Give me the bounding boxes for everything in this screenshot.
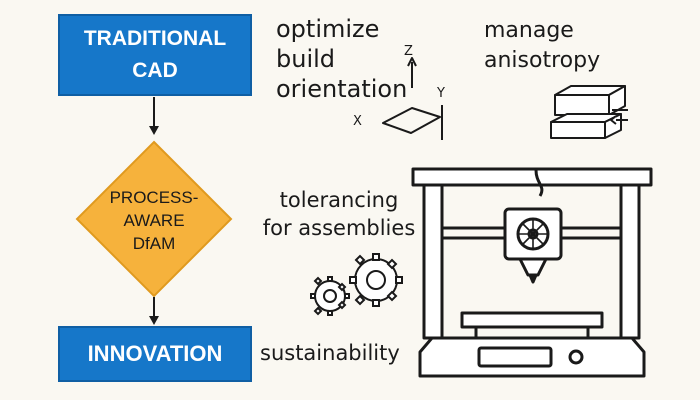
build-orientation-label: optimize build orientation [276, 14, 407, 104]
innovation-label: INNOVATION [87, 341, 223, 366]
x-axis-label: X [353, 114, 362, 129]
dfam-acronym: DfAM [132, 233, 176, 253]
process-aware-diamond [75, 140, 233, 298]
y-axis-label: Y [437, 86, 445, 101]
3d-printer-icon [411, 167, 653, 378]
layered-slabs-icon [550, 85, 628, 139]
tolerancing-line-1: tolerancing [279, 188, 399, 212]
orientation-line-3: orientation [276, 75, 408, 103]
traditional-cad-box: TRADITIONAL CAD [58, 14, 252, 96]
traditional-label: TRADITIONAL [83, 27, 227, 50]
filament-icon [534, 169, 544, 197]
gears-icon [310, 253, 403, 316]
anisotropy-label: manage anisotropy [484, 16, 600, 76]
large-gear-icon [349, 253, 403, 307]
printer-display [477, 346, 553, 368]
sustainability-label: sustainability [260, 341, 400, 365]
orientation-line-1: optimize [276, 15, 380, 43]
process-label: PROCESS- [109, 187, 199, 207]
printer-top-frame [411, 167, 653, 187]
arrow-to-innovation [149, 297, 159, 325]
small-gear-icon [310, 276, 350, 316]
innovation-box: INNOVATION [58, 326, 252, 382]
printer-right-pillar [619, 183, 641, 340]
dfam-label: PROCESS- AWARE DfAM [78, 178, 230, 262]
arrow-to-diamond [149, 97, 159, 135]
anisotropy-line-2: anisotropy [484, 48, 601, 73]
printer-left-pillar [422, 183, 444, 340]
tolerancing-line-2: for assemblies [262, 216, 416, 240]
orientation-line-2: build [276, 45, 336, 73]
z-axis-label: Z [404, 44, 413, 59]
cad-label: CAD [132, 59, 178, 82]
anisotropy-line-1: manage [484, 18, 574, 43]
tolerancing-label: tolerancing for assemblies [254, 186, 424, 242]
axis-icon [382, 57, 443, 140]
nozzle-icon [518, 257, 548, 277]
build-plate [460, 311, 604, 329]
aware-label: AWARE [123, 210, 185, 230]
printer-knob [568, 349, 584, 365]
